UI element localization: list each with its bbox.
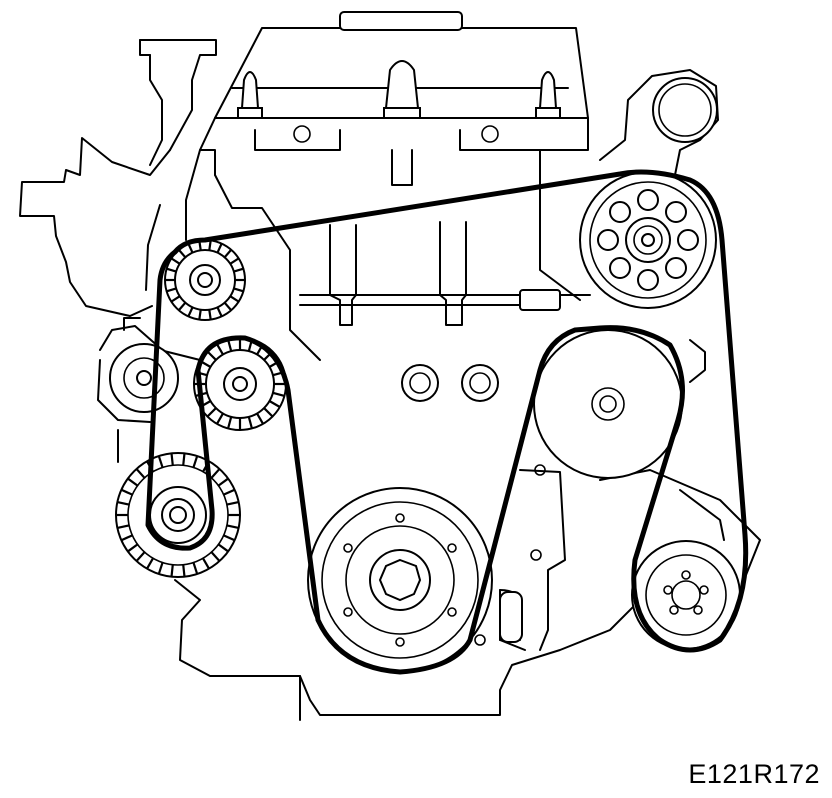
pulley-fin <box>170 295 181 303</box>
pulley-fin <box>117 524 130 529</box>
pulley-fin <box>227 416 233 429</box>
pulley-fin <box>210 468 221 479</box>
tensioner-fins <box>116 453 240 577</box>
pulley-fin <box>120 488 133 496</box>
ps-pump-pulley <box>579 171 717 309</box>
pulley-fin <box>216 343 224 356</box>
serpentine-belt <box>145 169 749 675</box>
pulley-fin <box>135 551 146 562</box>
pulley-fin <box>263 407 274 418</box>
pulley-fin <box>117 501 130 506</box>
pulley-fin <box>229 257 240 265</box>
figure-code: E121R172 <box>688 759 820 789</box>
pulley-fin <box>233 287 244 293</box>
pulley-fin <box>170 257 181 265</box>
pulley-fin <box>177 301 187 311</box>
pulley-fin <box>208 309 212 320</box>
pulley-fin <box>223 301 233 311</box>
pulley-fin <box>256 412 264 425</box>
pulley-fin <box>268 400 281 408</box>
pulley-fin <box>127 543 139 553</box>
pulley-fin <box>170 453 174 466</box>
pulley-fin <box>217 477 229 487</box>
pulley-fin <box>216 243 223 254</box>
alternator-pulley <box>164 239 246 321</box>
pulley-fin <box>216 412 224 425</box>
pulley-fin <box>229 295 240 303</box>
oil-filler-cap <box>339 11 463 31</box>
pulley-fin <box>166 267 177 273</box>
pulley-fin <box>223 534 236 542</box>
pulley-fin <box>202 557 210 570</box>
pulley-fin <box>192 455 199 468</box>
pulley-fin <box>170 564 174 577</box>
pulley-fin <box>127 477 139 487</box>
pulley-fin <box>206 407 217 418</box>
pulley-fin <box>177 249 187 259</box>
pulley-fin <box>182 564 186 577</box>
ac-idler-pulley <box>109 343 179 413</box>
pulley-fin <box>226 501 239 506</box>
pulley-fin <box>157 455 164 468</box>
pulley-fin <box>206 350 217 361</box>
pulley-fin <box>217 543 229 553</box>
pulley-fin <box>182 453 186 466</box>
pulley-fin <box>223 249 233 259</box>
pulley-fin <box>210 551 221 562</box>
pulley-fin <box>247 416 253 429</box>
idler-pulley <box>533 329 683 479</box>
pulley-fin <box>187 243 194 254</box>
pulley-fin <box>216 306 223 317</box>
pulley-fin <box>146 557 154 570</box>
pulley-fin <box>226 524 239 529</box>
pulley-fin <box>192 562 199 575</box>
pulley-fin <box>233 267 244 273</box>
pulley-fin <box>135 468 146 479</box>
crankshaft-pulley <box>307 487 493 673</box>
pulley-fin <box>223 488 236 496</box>
pulley-fin <box>208 240 212 251</box>
pulley-fin <box>198 309 202 320</box>
intake-tube <box>652 77 718 143</box>
tensioner-pulley <box>115 452 241 578</box>
pulley-fin <box>157 562 164 575</box>
pulley-fin <box>272 391 285 397</box>
pulley-fin <box>166 287 177 293</box>
engine-outline <box>19 11 761 721</box>
pulley-fin <box>187 306 194 317</box>
pulley-fin <box>120 534 133 542</box>
oil-drain <box>499 591 523 643</box>
